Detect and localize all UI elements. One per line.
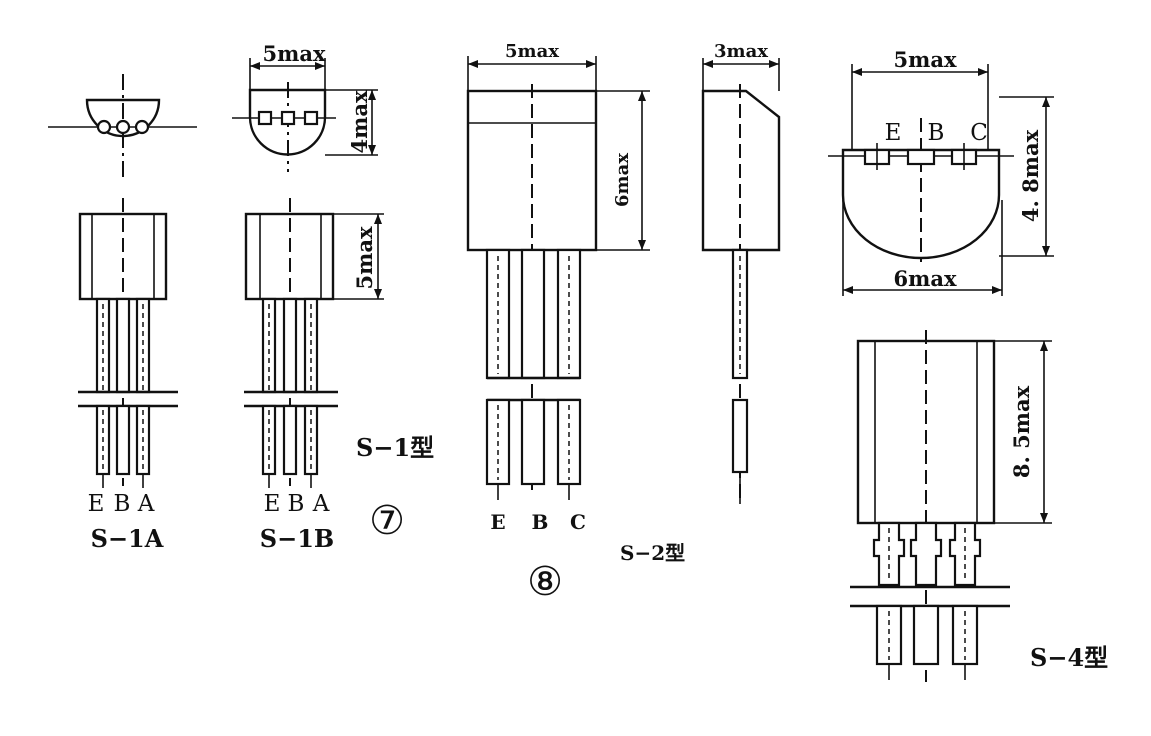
s1a-variant-label: S−1A: [91, 524, 164, 553]
s4-top-width-dimension: 5max: [894, 47, 957, 72]
s4-front-view: 8. 5max: [850, 330, 1052, 682]
s4-pin-label-1: E: [885, 120, 902, 146]
s1a-top-view: [48, 74, 197, 182]
s2-model-label: S−2型: [620, 541, 685, 565]
s1b-top-view: 5max 4max: [232, 41, 378, 172]
s2-pin-label-3: C: [570, 510, 586, 534]
s2-height-dimension: 6max: [612, 153, 633, 207]
s4-pin-label-3: C: [970, 120, 988, 146]
s1a-package: E B A S−1A: [48, 74, 197, 553]
s4-top-view: E B C 5max 4. 8max 6max: [828, 47, 1054, 296]
s2-side-view: 3max: [701, 41, 781, 504]
s1b-pin-label-1: E: [264, 491, 281, 517]
s2-width-dimension: 5max: [505, 41, 559, 62]
s4-body-height-dimension: 8. 5max: [1009, 385, 1034, 478]
s2-pin-label-1: E: [490, 510, 505, 534]
s1a-pin-label-3: A: [137, 491, 155, 517]
s1-figure-number: ⑦: [369, 498, 405, 544]
s4-model-label: S−4型: [1030, 643, 1108, 672]
s2-pin-label-2: B: [532, 510, 549, 534]
s1b-top-height-dimension: 4max: [347, 90, 372, 153]
s1b-pin-label-2: B: [288, 491, 305, 517]
s4-bottom-width-dimension: 6max: [894, 266, 957, 291]
s1a-pin-label-2: B: [114, 491, 131, 517]
s1-model-label: S−1型: [356, 433, 434, 462]
s2-figure-number: ⑧: [527, 559, 563, 605]
s1b-width-dimension: 5max: [263, 41, 326, 66]
s1b-body-height-dimension: 5max: [352, 226, 377, 289]
s2-front-view: 5max 6max E B C: [466, 41, 650, 534]
s1b-package: 5max 4max 5max: [232, 41, 384, 553]
s1b-variant-label: S−1B: [260, 524, 334, 553]
s4-height-dimension: 4. 8max: [1018, 129, 1043, 222]
s1a-front-view: E B A S−1A: [78, 198, 178, 553]
s1b-front-view: 5max E B A S−1B: [244, 198, 384, 553]
s1a-pin-label-1: E: [88, 491, 105, 517]
s4-pin-label-2: B: [928, 120, 945, 146]
s1b-pin-label-3: A: [312, 491, 330, 517]
s2-side-width-dimension: 3max: [714, 41, 768, 62]
